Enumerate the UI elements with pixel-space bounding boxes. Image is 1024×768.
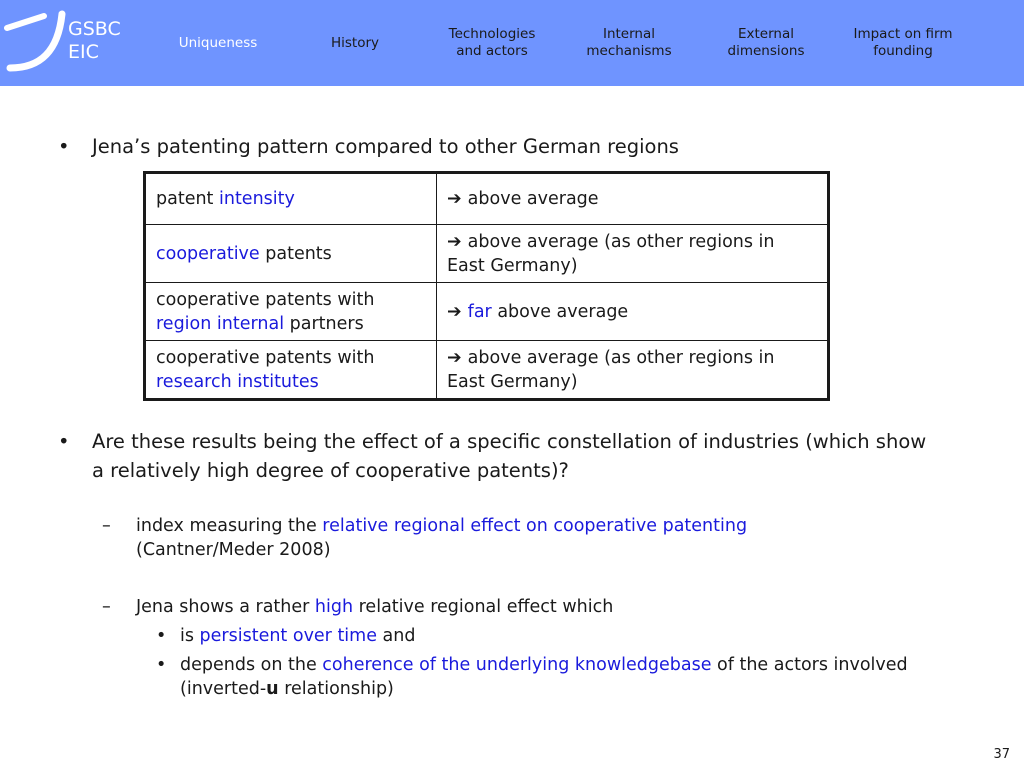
nav-tab-history[interactable]: History — [330, 34, 380, 51]
nested-bullet-text: is persistent over time and — [180, 626, 416, 646]
arrow-icon: ➔ — [447, 231, 462, 252]
table-cell-result: ➔above average (as other regions in East… — [436, 340, 829, 400]
logo-text: GSBC EIC — [68, 18, 121, 64]
table-cell-result: ➔above average — [436, 172, 829, 225]
arrow-icon: ➔ — [447, 189, 462, 209]
arrow-icon: ➔ — [447, 347, 462, 368]
bullet-mark: • — [58, 430, 70, 453]
nested-bullet-text: depends on the coherence of the underlyi… — [180, 655, 908, 699]
bullet-text: Are these results being the effect of a … — [92, 430, 927, 482]
nav-tab-external-dimensions[interactable]: External dimensions — [727, 26, 805, 59]
bullet-item: • Jena’s patenting pattern compared to o… — [58, 132, 958, 161]
bullet-mark: • — [58, 135, 70, 158]
table-cell-criterion: patent intensity — [144, 172, 437, 225]
bullet-mark: • — [156, 626, 167, 646]
bullet-text: Jena’s patenting pattern compared to oth… — [92, 135, 679, 158]
table-row: cooperative patents ➔above average (as o… — [144, 224, 829, 283]
logo-line-1: GSBC — [68, 18, 121, 40]
dash-mark: – — [102, 516, 111, 536]
page-number: 37 — [993, 747, 1010, 762]
dash-mark: – — [102, 597, 111, 617]
bullet-item: • Are these results being the effect of … — [58, 427, 938, 487]
sub-bullet-item: – Jena shows a rather high relative regi… — [102, 595, 862, 621]
table-cell-criterion: cooperative patents — [144, 224, 437, 283]
nav-tab-uniqueness[interactable]: Uniqueness — [178, 34, 258, 51]
sub-bullet-text: Jena shows a rather high relative region… — [136, 597, 614, 617]
table-row: patent intensity ➔above average — [144, 172, 829, 225]
sub-bullet-item: – index measuring the relative regional … — [102, 514, 862, 564]
nav-tab-impact-on-firm-founding[interactable]: Impact on firm founding — [853, 26, 953, 59]
arrow-icon: ➔ — [447, 301, 462, 322]
slide-header: GSBC EIC Uniqueness History Technologies… — [0, 0, 1024, 86]
patent-comparison-table: patent intensity ➔above average cooperat… — [143, 171, 830, 401]
sub-bullet-text: index measuring the relative regional ef… — [136, 516, 748, 560]
slide-content: • Jena’s patenting pattern compared to o… — [0, 86, 1024, 768]
bullet-mark: • — [156, 655, 167, 675]
nav-tab-internal-mechanisms[interactable]: Internal mechanisms — [586, 26, 672, 59]
table-cell-result: ➔above average (as other regions in East… — [436, 224, 829, 283]
nav-tab-technologies-and-actors[interactable]: Technologies and actors — [448, 26, 536, 59]
gsbc-logo-icon — [4, 10, 66, 72]
nested-bullet-item: • is persistent over time and — [156, 624, 936, 650]
table-cell-result: ➔far above average — [436, 282, 829, 341]
logo-line-2: EIC — [68, 41, 99, 63]
nested-bullet-item: • depends on the coherence of the underl… — [156, 653, 936, 703]
